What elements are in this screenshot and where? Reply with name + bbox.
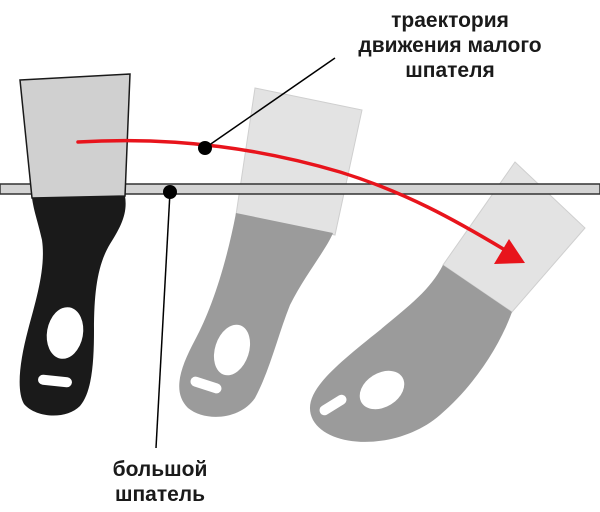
trajectory-arrow [76,138,525,264]
big-spatula-leader-dot [163,185,177,199]
big-spatula-leader-line [155,191,171,449]
trajectory-label: траектория движения малого шпателя [300,8,600,83]
small-spatula-ghost-1 [179,87,363,417]
trajectory-arrowhead [494,239,525,264]
trajectory-label-line-2: движения малого [358,34,542,57]
big-spatula [0,183,600,195]
small-spatula-hole [46,307,84,359]
ghost-2-slot [319,394,347,416]
small-spatula [19,73,131,416]
trajectory-leader-dot [198,141,212,155]
trajectory-label-line-1: траектория [391,9,509,32]
small-spatula-handle [19,196,126,416]
ghost-2-hole [359,370,405,410]
trajectory-leader-line [204,57,336,149]
ghost-1-slot [190,376,222,394]
small-spatula-ghost-2 [309,161,586,442]
big-spatula-label-line-2: шпатель [114,483,206,506]
small-spatula-blade [19,73,131,199]
big-spatula-label-line-1: большой [112,458,208,481]
big-spatula-label: большой шпатель [70,457,250,507]
ghost-1-hole [213,324,251,376]
trajectory-label-line-3: шпателя [405,59,495,82]
ghost-2-handle [309,265,512,442]
trajectory-curve [76,138,507,252]
small-spatula-slot [38,374,72,388]
